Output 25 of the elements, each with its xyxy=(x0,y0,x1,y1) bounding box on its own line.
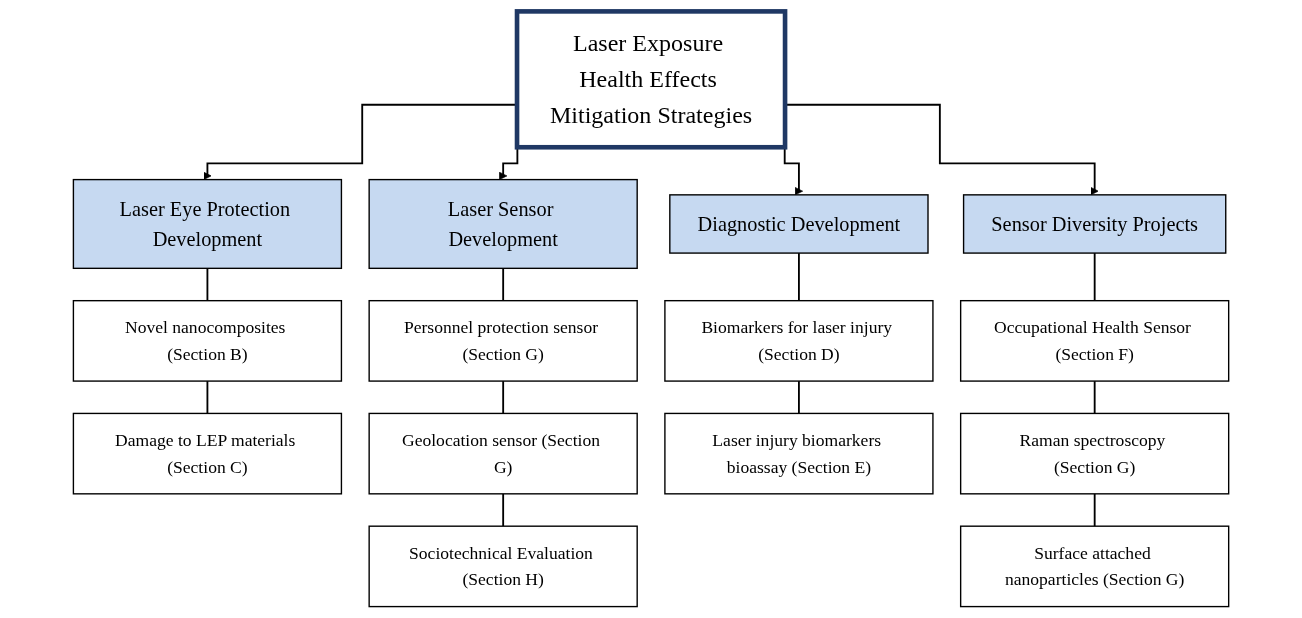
node-box: Geolocation sensor (Section G) xyxy=(368,412,638,495)
node-box: Laser Exposure Health Effects Mitigation Strategies xyxy=(514,9,788,150)
node-box: Biomarkers for laser injury (Section D) xyxy=(664,299,934,382)
node-box: Sensor Diversity Projects xyxy=(962,194,1227,254)
node-box: Laser Eye Protection Development xyxy=(72,178,343,270)
node-box: Surface attached nanoparticles (Section G) xyxy=(959,525,1230,608)
connector xyxy=(797,252,800,302)
node-box: Occupational Health Sensor (Section F) xyxy=(959,299,1230,382)
node-box: Diagnostic Development xyxy=(669,194,929,254)
node-box: Personnel protection sensor (Section G) xyxy=(368,299,638,382)
connector xyxy=(1093,380,1096,415)
connector xyxy=(1093,252,1096,302)
connector xyxy=(502,267,505,302)
connector xyxy=(797,380,800,415)
connector xyxy=(1093,492,1096,528)
connector xyxy=(206,267,209,302)
connector xyxy=(502,380,505,415)
node-box: Laser injury biomarkers bioassay (Section E) xyxy=(664,412,934,495)
node-box: Laser Sensor Development xyxy=(368,178,638,270)
node-box: Sociotechnical Evaluation (Section H) xyxy=(368,525,638,608)
node-box: Damage to LEP materials (Section C) xyxy=(72,412,343,495)
connector xyxy=(502,492,505,528)
node-box: Novel nanocomposites (Section B) xyxy=(72,299,343,382)
connector xyxy=(206,380,209,415)
node-box: Raman spectroscopy (Section G) xyxy=(959,412,1230,495)
